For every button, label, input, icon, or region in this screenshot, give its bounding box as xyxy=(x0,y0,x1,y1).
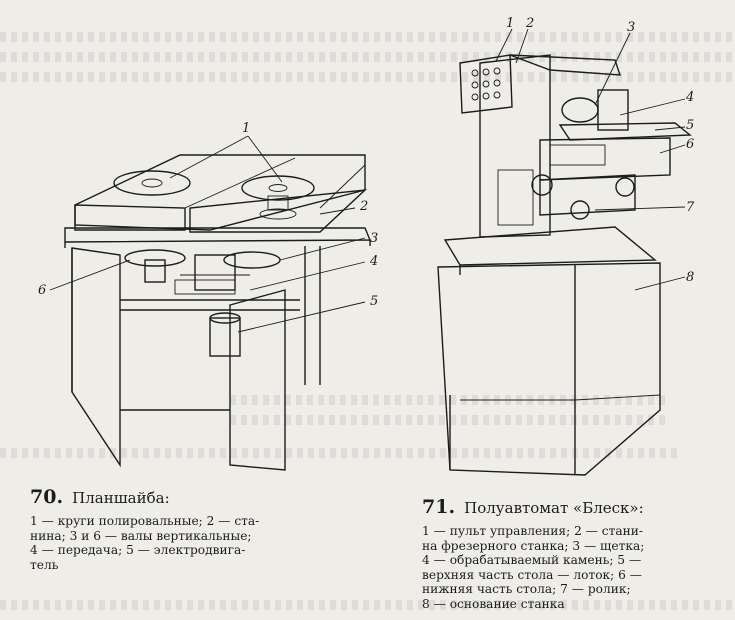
show-through-line xyxy=(0,72,735,82)
callout-6: 6 xyxy=(686,137,694,152)
callout-7: 7 xyxy=(686,200,695,215)
legend-line: 4 — передача; 5 — электродвига- xyxy=(30,543,246,558)
show-through-line xyxy=(0,600,735,610)
callout-8: 8 xyxy=(686,270,694,285)
legend-line: 4 — обрабатываемый камень; 5 — xyxy=(422,553,642,568)
callout-1: 1 xyxy=(242,121,250,136)
callout-4: 4 xyxy=(685,90,694,105)
callout-1: 1 xyxy=(506,16,514,31)
callout-2: 2 xyxy=(525,16,534,31)
legend-line: на фрезерного станка; 3 — щетка; xyxy=(422,538,645,553)
legend-line: тель xyxy=(30,557,59,572)
legend-line: 1 — круги полировальные; 2 — ста- xyxy=(30,514,260,528)
figure-legend: 1 — пульт управления; 2 — стани- на фрез… xyxy=(422,524,722,612)
legend-line: нина; 3 и 6 — валы вертикальные; xyxy=(30,528,252,543)
figure-70-heading: 70. Планшайба: xyxy=(30,486,330,508)
show-through-line xyxy=(0,448,680,458)
callout-5: 5 xyxy=(686,118,694,133)
callout-3: 3 xyxy=(627,20,635,35)
figure-title: Планшайба: xyxy=(72,489,170,507)
show-through-line xyxy=(0,52,735,62)
callout-4: 4 xyxy=(369,254,378,269)
show-through-line xyxy=(0,32,735,42)
legend-line: 8 — основание станка xyxy=(422,596,565,611)
figure-71-caption: 71. Полуавтомат «Блеск»: 1 — пульт управ… xyxy=(422,496,722,612)
legend-line: нижняя часть стола; 7 — ролик; xyxy=(422,582,631,597)
figure-70-drawing: 1 2 3 4 5 6 xyxy=(20,110,420,480)
legend-line: 1 — пульт управления; 2 — стани- xyxy=(422,524,643,538)
callout-2: 2 xyxy=(359,199,368,214)
callout-3: 3 xyxy=(370,231,378,246)
figure-70-caption: 70. Планшайба: 1 — круги полировальные; … xyxy=(30,486,330,572)
figure-legend: 1 — круги полировальные; 2 — ста- нина; … xyxy=(30,514,330,572)
callout-5: 5 xyxy=(370,294,378,309)
figure-71-drawing: 1 2 3 4 5 6 7 8 xyxy=(420,15,720,485)
figure-number: 70. xyxy=(30,486,64,508)
legend-line: верхняя часть стола — лоток; 6 — xyxy=(422,567,642,582)
callout-6: 6 xyxy=(38,283,46,298)
figure-title: Полуавтомат «Блеск»: xyxy=(464,499,644,517)
figure-71-heading: 71. Полуавтомат «Блеск»: xyxy=(422,496,722,518)
figure-number: 71. xyxy=(422,496,456,518)
